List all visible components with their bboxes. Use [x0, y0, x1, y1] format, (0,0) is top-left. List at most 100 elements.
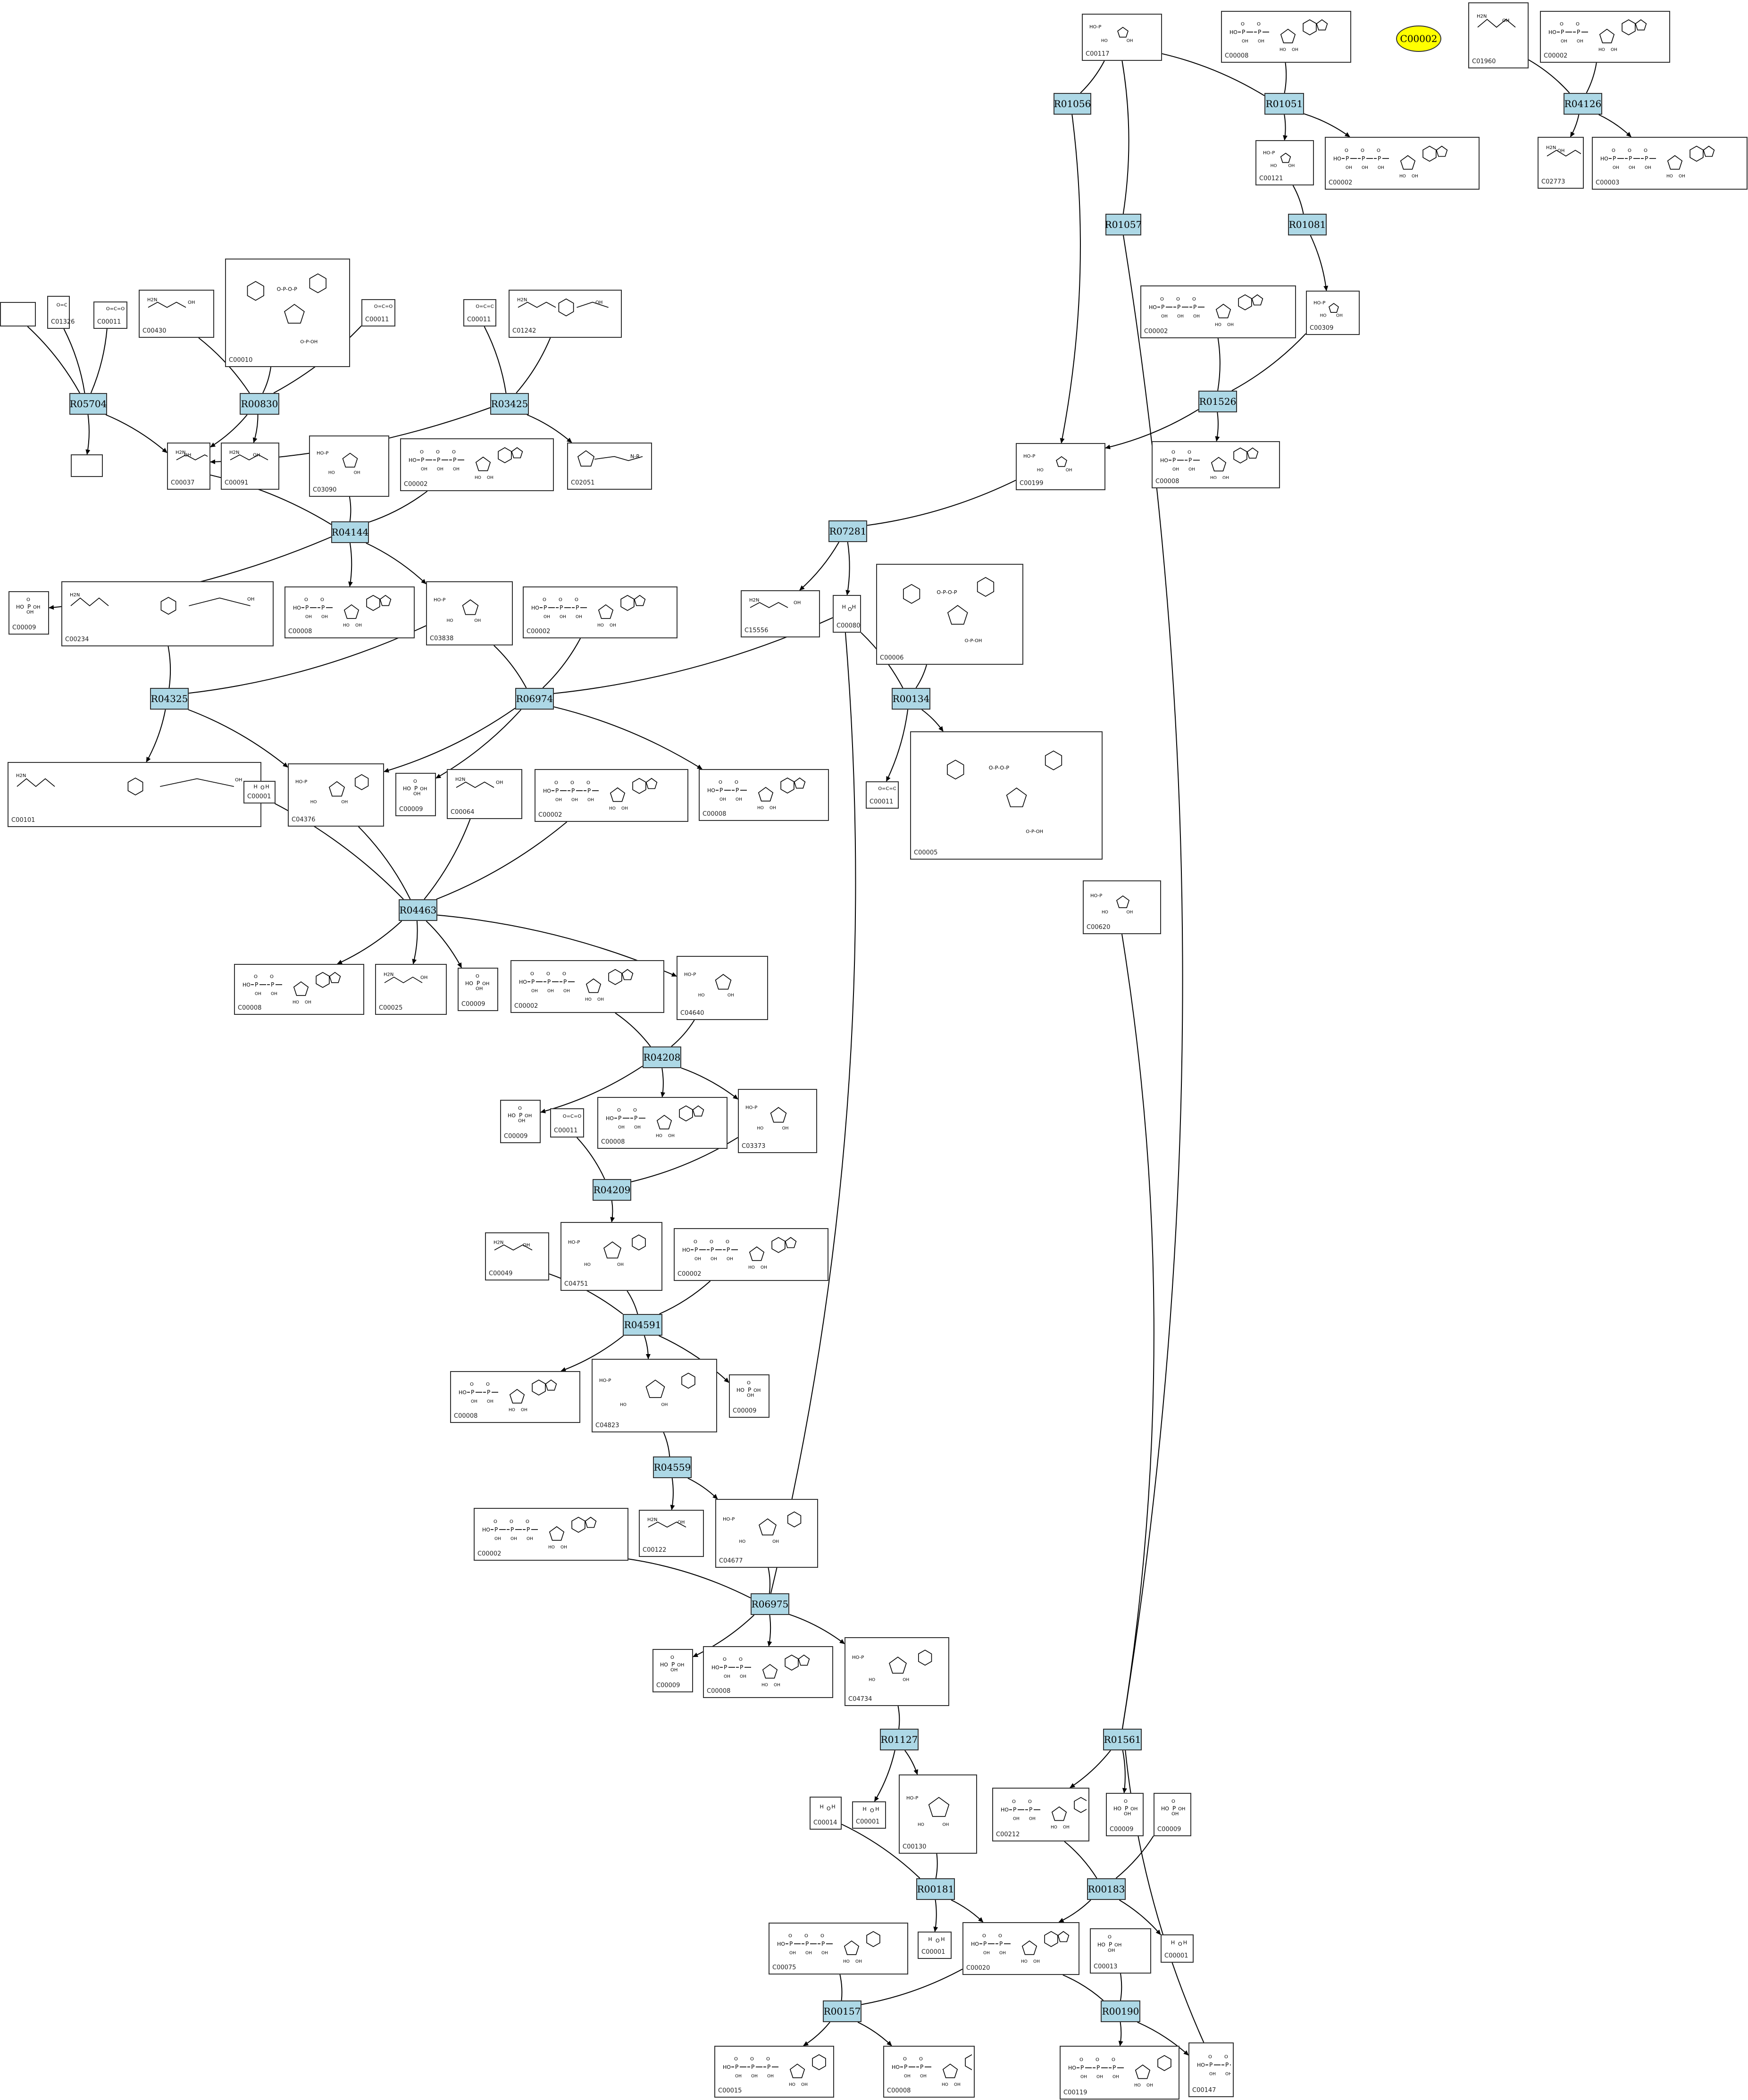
reaction-r03425[interactable]: R03425 — [490, 393, 529, 415]
compound-c01326[interactable]: O=C=OC01326 — [47, 296, 75, 329]
reaction-r04208[interactable]: R04208 — [643, 1046, 681, 1068]
reaction-r01051[interactable]: R01051 — [1264, 93, 1304, 115]
reaction-r01081[interactable]: R01081 — [1288, 214, 1327, 235]
reaction-r00183[interactable]: R00183 — [1087, 1878, 1126, 1900]
compound-c00147[interactable]: HOPOOHPOOHHOOHC00147 — [1188, 2042, 1234, 2097]
reaction-r04463[interactable]: R04463 — [399, 899, 437, 921]
reaction-r00157[interactable]: R00157 — [823, 2000, 861, 2022]
reaction-r00830[interactable]: R00830 — [240, 393, 279, 415]
unlabeled-compound-2[interactable] — [71, 454, 103, 477]
reaction-r00134[interactable]: R00134 — [892, 688, 930, 710]
reaction-r04144[interactable]: R04144 — [331, 521, 369, 543]
reaction-r04325[interactable]: R04325 — [150, 688, 189, 710]
reaction-r01056[interactable]: R01056 — [1054, 93, 1091, 115]
highlighted-compound[interactable]: C00002 — [1396, 25, 1441, 52]
reaction-r01561[interactable]: R01561 — [1103, 1729, 1142, 1750]
unlabeled-compound-1[interactable] — [0, 302, 36, 326]
reaction-r04126[interactable]: R04126 — [1564, 93, 1602, 115]
reaction-r01526[interactable]: R01526 — [1198, 391, 1237, 412]
reaction-r04591[interactable]: R04591 — [623, 1314, 662, 1336]
reaction-r07281[interactable]: R07281 — [828, 520, 867, 542]
reaction-r06974[interactable]: R06974 — [515, 688, 554, 710]
reaction-r01127[interactable]: R01127 — [880, 1729, 919, 1750]
reaction-r05704[interactable]: R05704 — [69, 393, 107, 415]
reaction-r01057[interactable]: R01057 — [1105, 214, 1142, 235]
reaction-r00190[interactable]: R00190 — [1101, 2000, 1140, 2022]
reaction-r00181[interactable]: R00181 — [916, 1878, 955, 1900]
